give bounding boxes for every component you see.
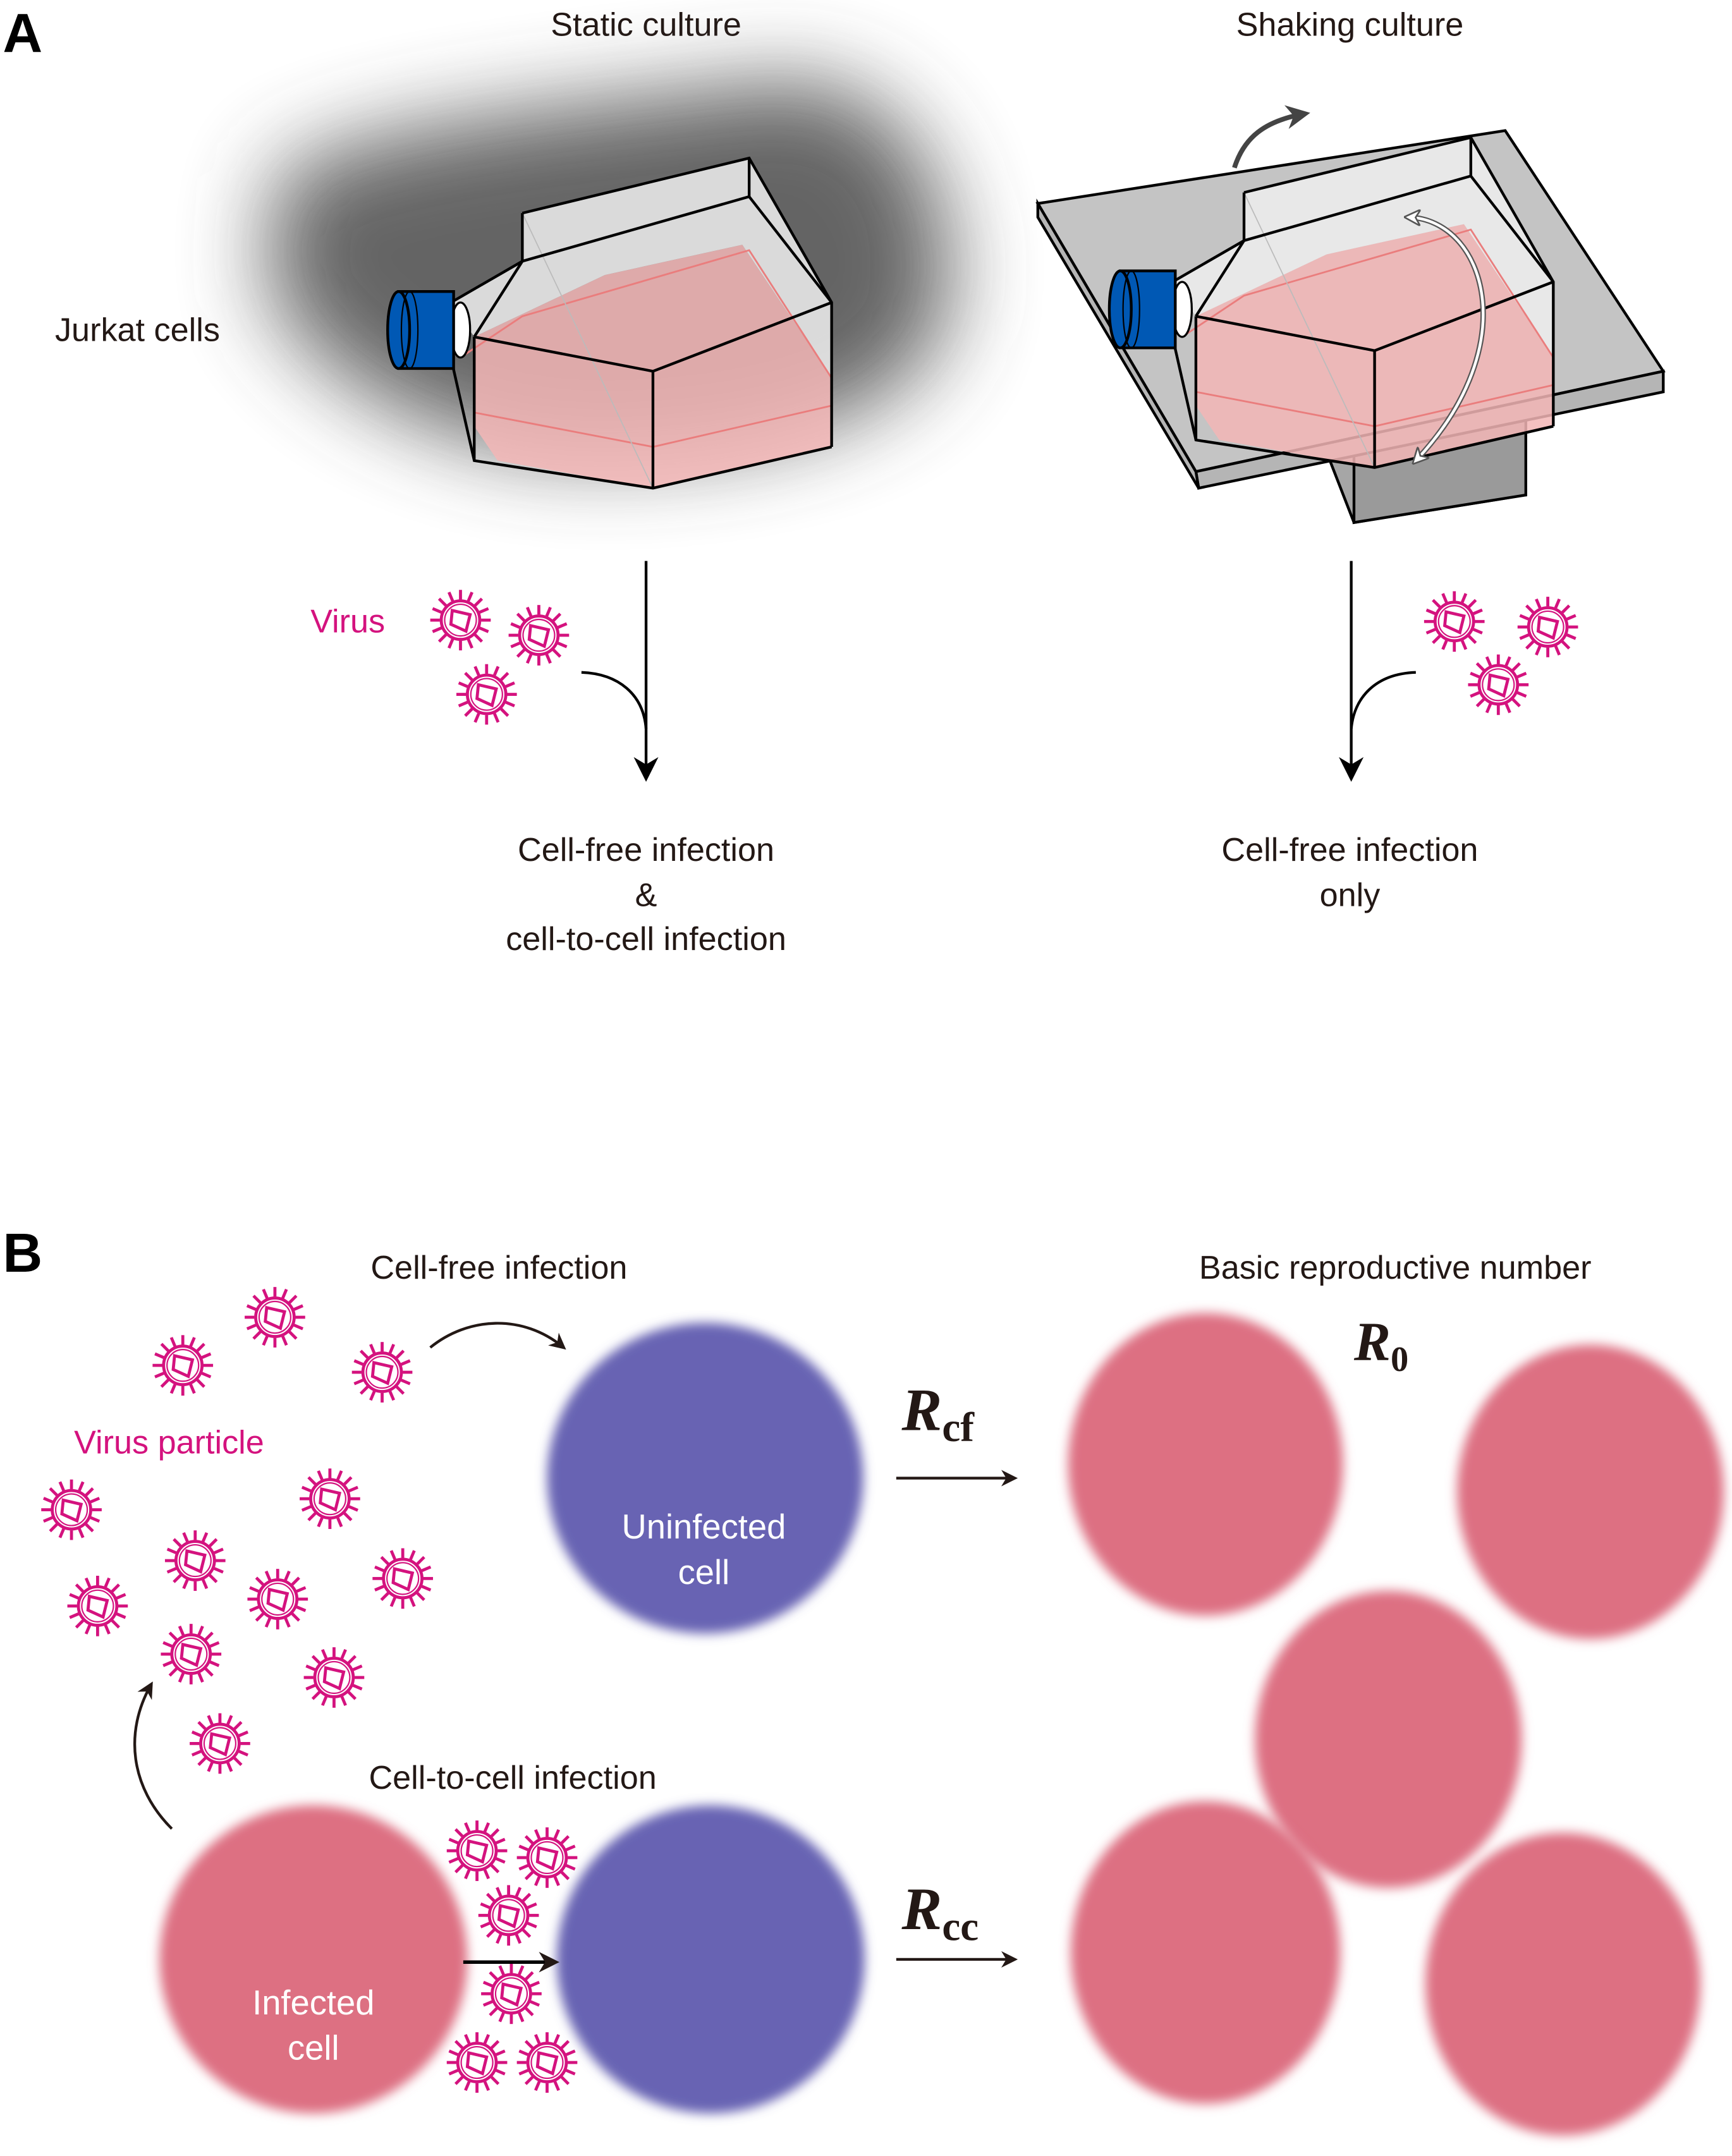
rocking-arrow-icon — [1409, 217, 1485, 461]
infected-source-cell — [159, 1805, 468, 2114]
infected-cell — [1425, 1832, 1700, 2136]
uninfected-cell — [547, 1322, 863, 1634]
virus-icon — [517, 2032, 578, 2093]
virus-icon — [509, 605, 570, 666]
panel-a: A Static culture Shaking culture Jurkat … — [3, 3, 1666, 958]
virus-icon — [352, 1342, 413, 1403]
target-uninfected-cell — [556, 1805, 865, 2114]
shaking-culture-title: Shaking culture — [1236, 7, 1464, 44]
virus-icon — [481, 1963, 542, 2024]
virus-icon — [165, 1530, 226, 1591]
rcf-symbol: Rcf — [901, 1376, 975, 1450]
static-culture-title: Static culture — [551, 7, 741, 44]
jurkat-cells-label: Jurkat cells — [55, 312, 220, 348]
infected-cell — [1071, 1801, 1341, 2104]
tilt-arrow-icon — [1232, 105, 1310, 169]
static-flask — [268, 81, 950, 488]
virus-icon — [190, 1714, 250, 1774]
virus-merge-arrow-icon — [581, 671, 648, 729]
free-virus-particles — [41, 1287, 433, 1774]
static-result-line2: & — [635, 877, 657, 914]
virus-icon — [447, 2032, 508, 2093]
virus-icon — [41, 1480, 102, 1540]
cell-free-arrow-icon — [429, 1322, 566, 1350]
virus-icon — [68, 1576, 128, 1636]
virus-icon — [456, 664, 517, 725]
panel-b-letter: B — [3, 1222, 42, 1284]
infected-cell — [1068, 1313, 1343, 1616]
panel-a-letter: A — [3, 3, 42, 64]
virus-icon — [517, 1827, 578, 1888]
virus-cluster-shaking — [1424, 591, 1578, 715]
shaking-result-line2: only — [1320, 877, 1381, 914]
virus-icon — [161, 1624, 221, 1684]
static-result-line1: Cell-free infection — [518, 832, 774, 868]
cell-free-infection-label: Cell-free infection — [370, 1250, 627, 1286]
virus-particle-label: Virus particle — [74, 1424, 264, 1461]
virus-icon — [247, 1569, 308, 1629]
virus-icon — [479, 1885, 539, 1946]
r0-symbol: R0 — [1353, 1310, 1408, 1379]
uninfected-cell-label-line1: Uninfected — [621, 1507, 786, 1546]
rcc-symbol: Rcc — [901, 1875, 979, 1949]
virus-icon — [1424, 591, 1485, 652]
virus-icon — [447, 1820, 508, 1881]
virus-icon — [304, 1647, 365, 1708]
release-arrow-icon — [133, 1681, 173, 1830]
virus-icon — [372, 1548, 433, 1609]
cell-to-cell-infection-label: Cell-to-cell infection — [369, 1760, 656, 1796]
infected-cell — [1457, 1344, 1724, 1640]
infected-cell-label-line2: cell — [288, 2029, 339, 2068]
virus-merge-arrow-icon — [1350, 671, 1416, 729]
infected-cell — [1255, 1590, 1522, 1888]
progeny-infected-cells — [1068, 1313, 1724, 2136]
static-result-line3: cell-to-cell infection — [506, 921, 786, 958]
virus-cluster-static — [430, 590, 570, 724]
shaking-flask — [1035, 105, 1666, 525]
infected-cell-label-line1: Infected — [252, 1983, 374, 2022]
panel-b: B Cell-free infection Basic reproductive… — [3, 1222, 1724, 2136]
uninfected-cell-label-line2: cell — [678, 1553, 730, 1592]
shaking-result-line1: Cell-free infection — [1221, 832, 1478, 868]
virus-icon — [300, 1468, 360, 1529]
virus-label: Virus — [310, 604, 385, 640]
virus-icon — [1518, 597, 1578, 657]
virus-icon — [1468, 654, 1528, 715]
virus-icon — [152, 1335, 213, 1396]
virus-icon — [430, 590, 491, 650]
virus-icon — [245, 1287, 305, 1348]
r0-caption: Basic reproductive number — [1199, 1250, 1592, 1286]
